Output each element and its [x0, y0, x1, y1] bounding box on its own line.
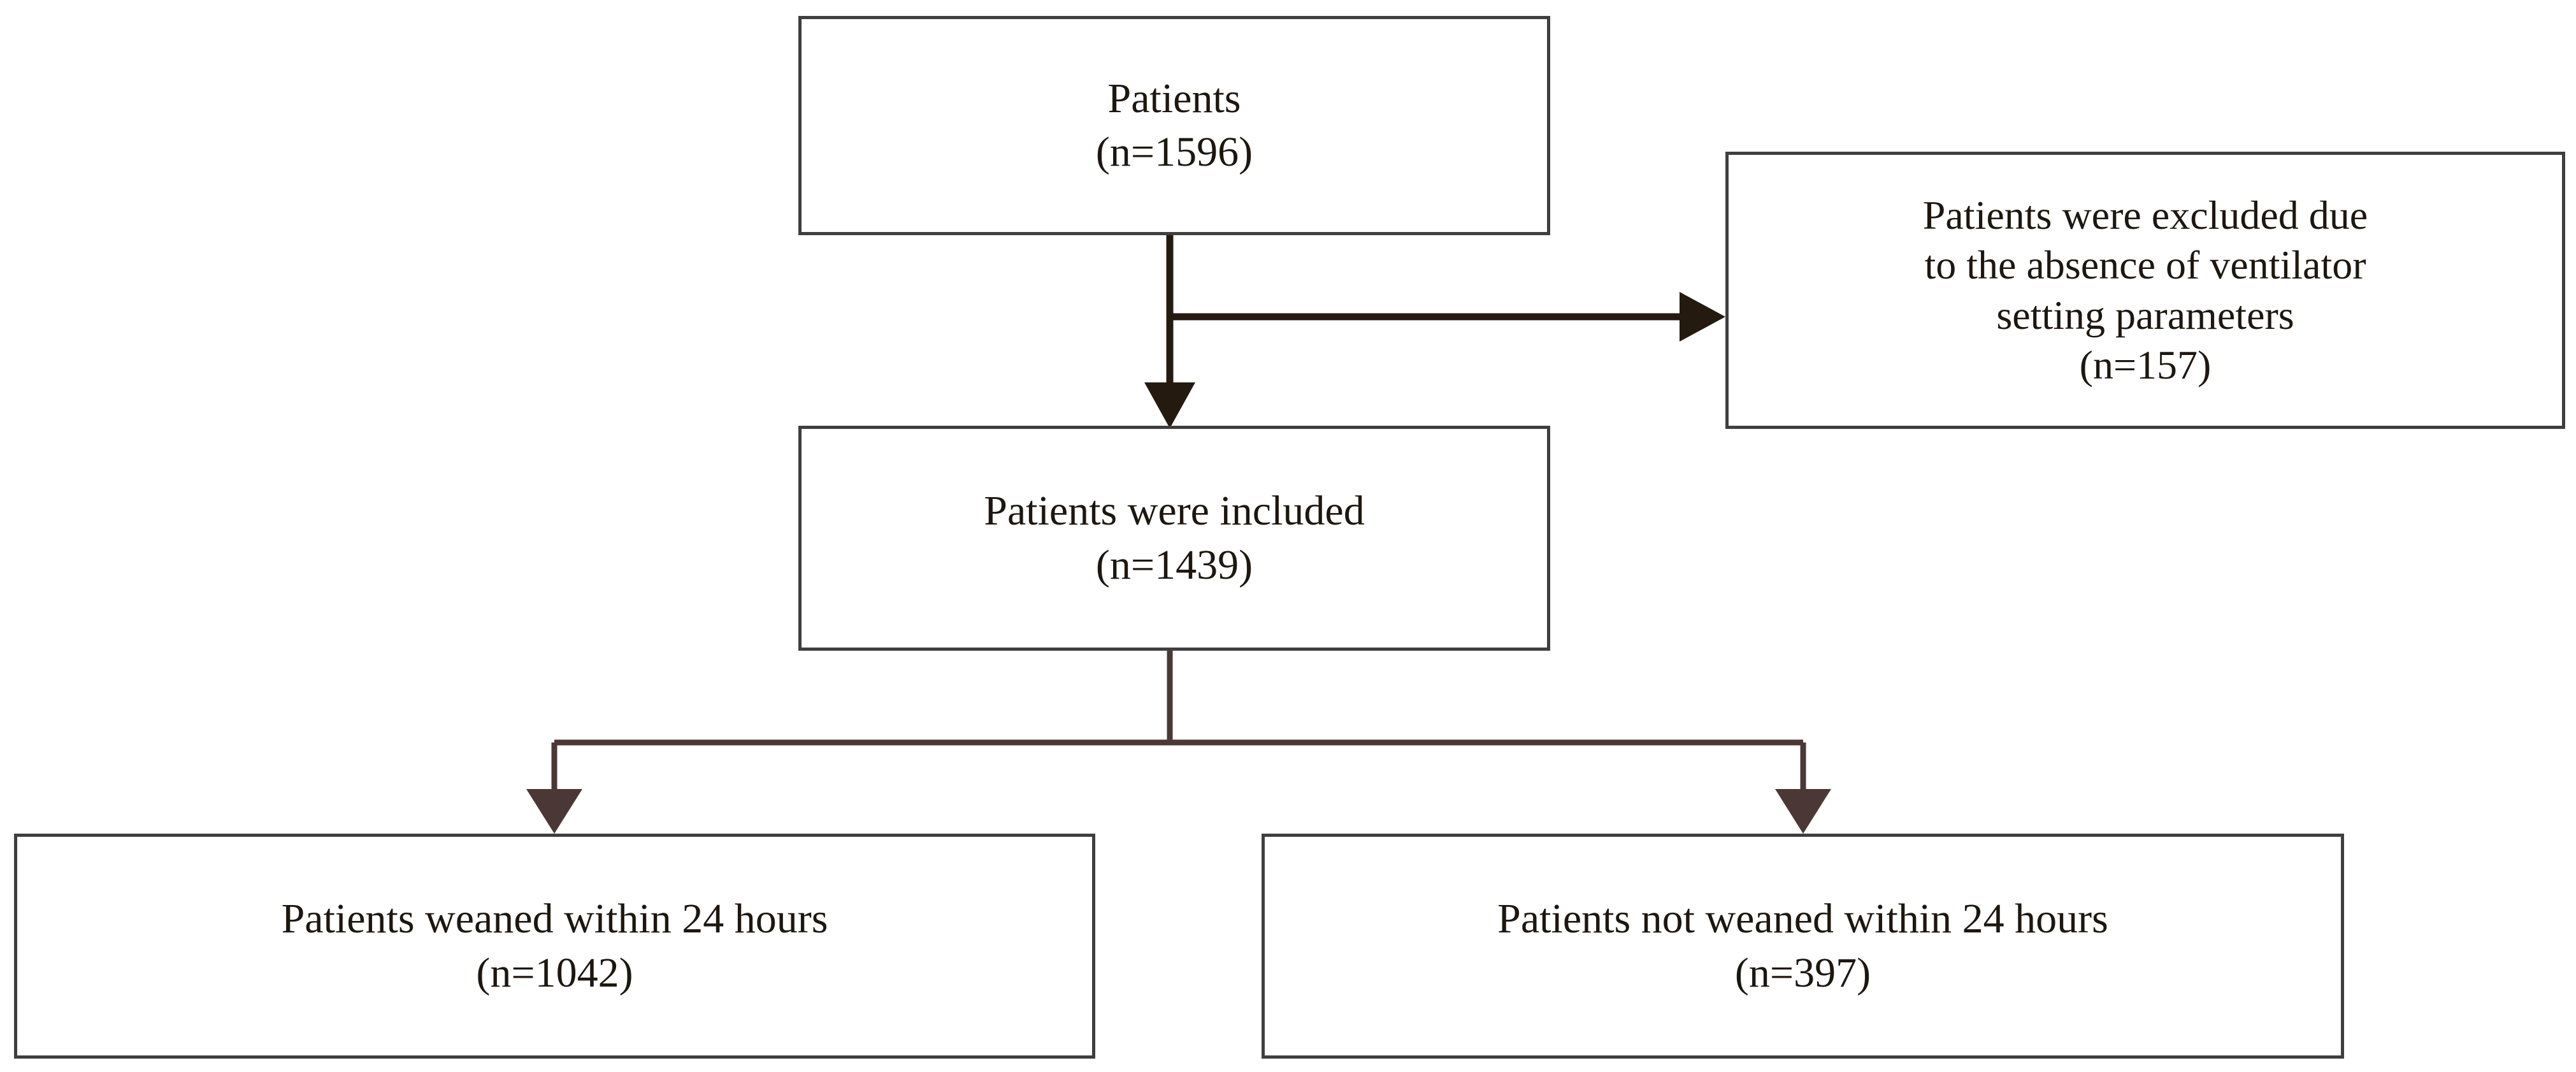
edge-patients-to-included [1144, 235, 1195, 428]
node-excluded-label-line1: Patients were excluded due [1922, 192, 2368, 238]
node-patients-not-weaned: Patients not weaned within 24 hours (n=3… [1262, 834, 2344, 1059]
node-weaned-label: Patients weaned within 24 hours [281, 895, 828, 943]
node-excluded-count: (n=157) [2079, 342, 2212, 388]
node-not-weaned-count: (n=397) [1734, 949, 1871, 996]
node-included-count: (n=1439) [1095, 541, 1253, 588]
node-patients-excluded: Patients were excluded due to the absenc… [1725, 152, 2565, 429]
node-excluded-label-line2: to the absence of ventilator [1924, 242, 2366, 288]
node-patients-weaned: Patients weaned within 24 hours (n=1042) [14, 834, 1095, 1059]
edge-included-to-branch [554, 650, 1803, 746]
node-patients: Patients (n=1596) [798, 16, 1550, 235]
node-not-weaned-label: Patients not weaned within 24 hours [1497, 895, 2108, 943]
node-patients-included: Patients were included (n=1439) [798, 426, 1550, 651]
edge-patients-to-excluded [1170, 292, 1725, 342]
node-patients-count: (n=1596) [1095, 129, 1253, 175]
node-weaned-count: (n=1042) [476, 949, 633, 996]
edge-branch-to-weaned [526, 742, 582, 834]
node-included-label: Patients were included [984, 488, 1365, 535]
node-excluded-label-line3: setting parameters [1996, 292, 2294, 338]
edge-branch-to-not-weaned [1775, 742, 1831, 834]
node-patients-label: Patients [1107, 75, 1241, 122]
